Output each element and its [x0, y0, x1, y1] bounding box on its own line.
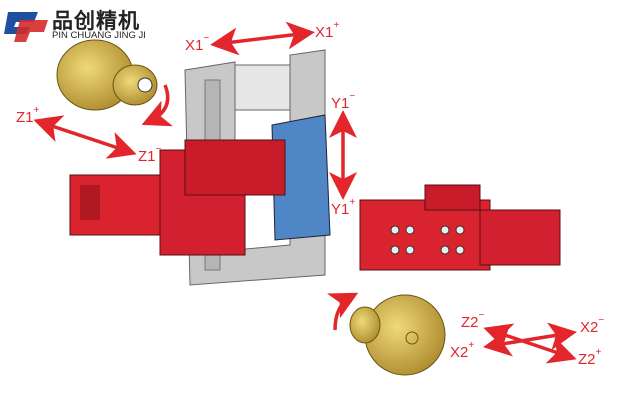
spindle-2: [349, 294, 446, 376]
axis-sign: +: [33, 105, 40, 116]
axis-name: Z1: [16, 109, 34, 126]
label-x1-minus: X1−: [185, 34, 209, 54]
left-red-unit: [69, 139, 286, 256]
label-z2-minus: Z2−: [461, 311, 484, 331]
axis-name: Z2: [578, 351, 596, 368]
axis-sign: +: [333, 20, 340, 31]
spindle-1: [56, 39, 158, 111]
axis-name: X2: [580, 319, 599, 336]
axis-sign: +: [468, 340, 475, 351]
axis-name: X1: [315, 24, 334, 41]
axis-sign: +: [349, 197, 356, 208]
spindle2-rotation-arrow: [326, 292, 359, 331]
axis-name: Y1: [331, 95, 350, 112]
label-z2-plus: Z2+: [578, 348, 601, 368]
label-z1-plus: Z1+: [16, 106, 39, 126]
spindle1-rotation-arrow: [141, 84, 173, 127]
axis-name: Z1: [138, 148, 156, 165]
label-z1-minus: Z1−: [138, 145, 161, 165]
axis-name: Y1: [331, 201, 350, 218]
z1-arrow: [33, 115, 137, 159]
logo-name-cn: 品创精机: [52, 10, 140, 33]
axis-sign: −: [349, 91, 356, 102]
blue-slide: [271, 114, 331, 241]
x2-arrow: [483, 322, 577, 357]
label-x2-plus: X2+: [450, 341, 474, 361]
logo-icon: [4, 12, 48, 42]
right-red-unit: [359, 184, 561, 271]
label-x1-plus: X1+: [315, 21, 339, 41]
label-y1-minus: Y1−: [331, 92, 355, 112]
x1-arrow: [210, 21, 315, 56]
axis-sign: −: [155, 144, 162, 155]
label-y1-plus: Y1+: [331, 198, 355, 218]
motion-arrows: [33, 21, 577, 364]
axis-sign: −: [478, 310, 485, 321]
logo-name-en: PIN CHUANG JING JI: [52, 30, 146, 41]
label-x2-minus: X2−: [580, 316, 604, 336]
axis-sign: +: [595, 347, 602, 358]
axis-name: X1: [185, 37, 204, 54]
axis-name: X2: [450, 344, 469, 361]
axis-name: Z2: [461, 314, 479, 331]
axis-sign: −: [203, 33, 210, 44]
axis-sign: −: [598, 315, 605, 326]
